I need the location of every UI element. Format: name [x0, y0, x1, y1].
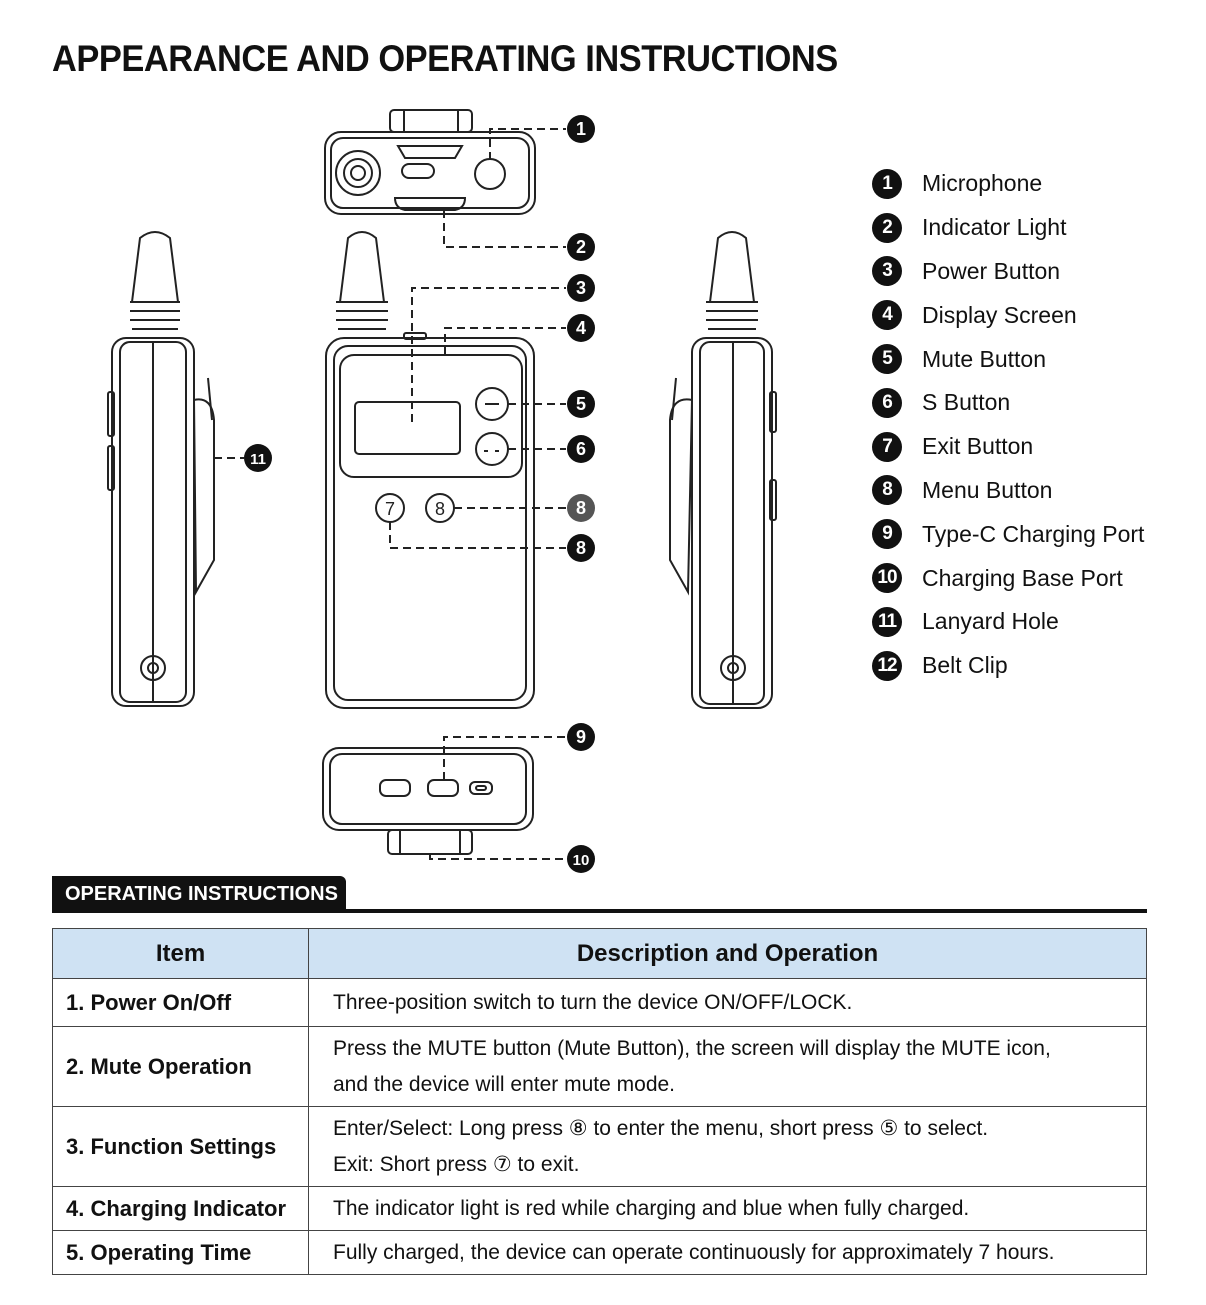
- bottom-view: [322, 747, 534, 855]
- svg-text:4: 4: [576, 318, 586, 338]
- page-title: APPEARANCE AND OPERATING INSTRUCTIONS: [52, 38, 838, 79]
- right-side-view: [669, 231, 777, 709]
- table-header-row: Item Description and Operation: [52, 928, 1147, 979]
- callout-marker: 10: [567, 845, 595, 873]
- description-line: Three-position switch to turn the device…: [333, 990, 853, 1014]
- legend-label: Exit Button: [922, 433, 1034, 460]
- parts-legend: 1 Microphone 2 Indicator Light 3 Power Button…: [872, 162, 1144, 688]
- callout-marker: 2: [567, 233, 595, 261]
- description-line: The indicator light is red while chargin…: [333, 1196, 970, 1220]
- description-line: Enter/Select: Long press ⑧ to enter the …: [333, 1116, 989, 1140]
- row-description: Fully charged, the device can operate co…: [308, 1230, 1147, 1275]
- legend-item: 3 Power Button: [872, 250, 1144, 294]
- table-row: 5. Operating Time Fully charged, the devi…: [52, 1230, 1147, 1275]
- legend-number-badge: 4: [872, 300, 902, 331]
- legend-label: Microphone: [922, 170, 1043, 197]
- svg-text:10: 10: [573, 852, 590, 869]
- legend-number-badge: 3: [872, 256, 902, 287]
- legend-label: Indicator Light: [922, 214, 1067, 241]
- legend-number-badge: 8: [872, 475, 902, 506]
- exit-button-glyph: 7: [385, 499, 395, 519]
- legend-number-badge: 12: [872, 650, 902, 681]
- legend-item: 7 Exit Button: [872, 425, 1144, 469]
- callout-marker: 9: [567, 723, 595, 751]
- device-diagram: 7 8: [107, 109, 777, 873]
- legend-label: Menu Button: [922, 476, 1053, 503]
- row-item: 5. Operating Time: [52, 1230, 309, 1275]
- callout-markers: 1 2 3 4 5 6 8 8 9 10 11: [244, 115, 595, 873]
- legend-item: 9 Type-C Charging Port: [872, 512, 1144, 556]
- table-row: 1. Power On/Off Three-position switch to …: [52, 978, 1147, 1027]
- legend-item: 8 Menu Button: [872, 469, 1144, 513]
- legend-number-badge: 5: [872, 344, 902, 375]
- table-row: 4. Charging Indicator The indicator light…: [52, 1186, 1147, 1231]
- legend-label: Charging Base Port: [922, 564, 1123, 591]
- row-item: 1. Power On/Off: [52, 978, 309, 1027]
- description-line: Exit: Short press ⑦ to exit.: [333, 1152, 580, 1176]
- legend-label: Type-C Charging Port: [922, 520, 1145, 547]
- callout-marker: 8: [567, 494, 595, 522]
- row-description: Press the MUTE button (Mute Button), the…: [308, 1026, 1147, 1107]
- top-view: [324, 109, 536, 215]
- legend-label: Belt Clip: [922, 652, 1008, 679]
- legend-number-badge: 6: [872, 387, 902, 418]
- row-item: 3. Function Settings: [52, 1106, 309, 1187]
- callout-marker: 3: [567, 274, 595, 302]
- operating-instructions-tab: OPERATING INSTRUCTIONS: [52, 876, 346, 912]
- description-line: Press the MUTE button (Mute Button), the…: [333, 1036, 1051, 1060]
- row-item: 4. Charging Indicator: [52, 1186, 309, 1231]
- svg-text:8: 8: [576, 498, 586, 518]
- legend-number-badge: 10: [872, 563, 902, 594]
- legend-item: 6 S Button: [872, 381, 1144, 425]
- legend-label: Power Button: [922, 257, 1061, 284]
- legend-number-badge: 11: [872, 606, 902, 637]
- legend-item: 5 Mute Button: [872, 337, 1144, 381]
- callout-marker: 11: [244, 444, 272, 472]
- svg-text:6: 6: [576, 439, 586, 459]
- callout-marker: 1: [567, 115, 595, 143]
- legend-item: 10 Charging Base Port: [872, 556, 1144, 600]
- callout-marker: 6: [567, 435, 595, 463]
- svg-text:11: 11: [250, 451, 266, 468]
- legend-number-badge: 9: [872, 519, 902, 550]
- svg-text:5: 5: [576, 394, 586, 414]
- legend-number-badge: 7: [872, 431, 902, 462]
- callout-marker: 5: [567, 390, 595, 418]
- row-item: 2. Mute Operation: [52, 1026, 309, 1107]
- callout-marker: 4: [567, 314, 595, 342]
- legend-label: S Button: [922, 389, 1011, 416]
- row-description: The indicator light is red while chargin…: [308, 1186, 1147, 1231]
- legend-item: 4 Display Screen: [872, 293, 1144, 337]
- header-item: Item: [52, 928, 309, 979]
- svg-text:2: 2: [576, 237, 586, 257]
- legend-item: 12 Belt Clip: [872, 644, 1144, 688]
- front-view: [325, 231, 535, 709]
- row-description: Three-position switch to turn the device…: [308, 978, 1147, 1027]
- description-line: and the device will enter mute mode.: [333, 1072, 676, 1096]
- legend-item: 11 Lanyard Hole: [872, 600, 1144, 644]
- operating-instructions-table: Item Description and Operation 1. Power …: [52, 928, 1147, 1275]
- legend-label: Mute Button: [922, 345, 1047, 372]
- legend-label: Display Screen: [922, 301, 1077, 328]
- menu-button-glyph: 8: [435, 499, 445, 519]
- legend-number-badge: 2: [872, 212, 902, 243]
- legend-item: 1 Microphone: [872, 162, 1144, 206]
- row-description: Enter/Select: Long press ⑧ to enter the …: [308, 1106, 1147, 1187]
- description-line: Fully charged, the device can operate co…: [333, 1240, 1055, 1264]
- legend-item: 2 Indicator Light: [872, 206, 1144, 250]
- table-row: 2. Mute Operation Press the MUTE button (…: [52, 1026, 1147, 1107]
- svg-text:9: 9: [576, 727, 586, 747]
- section-divider: [52, 909, 1147, 913]
- left-side-view: [107, 231, 215, 707]
- legend-number-badge: 1: [872, 168, 902, 199]
- callout-marker: 8: [567, 534, 595, 562]
- legend-label: Lanyard Hole: [922, 608, 1059, 635]
- svg-text:8: 8: [576, 538, 586, 558]
- table-row: 3. Function Settings Enter/Select: Long p…: [52, 1106, 1147, 1187]
- svg-text:1: 1: [576, 119, 586, 139]
- svg-text:3: 3: [576, 278, 586, 298]
- header-description: Description and Operation: [308, 928, 1147, 979]
